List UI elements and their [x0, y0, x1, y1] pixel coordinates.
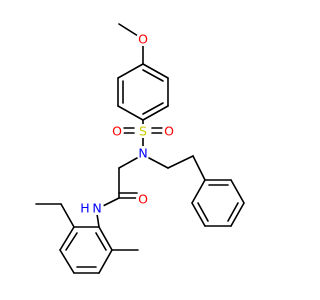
bond-ring3-double — [95, 232, 107, 251]
bond-ring1 — [142, 105, 169, 121]
bond-ring1-double — [142, 69, 164, 82]
bond-phenyl-double — [227, 202, 239, 222]
atom-label: O — [138, 32, 148, 47]
bond-ring1 — [117, 63, 144, 79]
atom-h-amide: H — [78, 201, 92, 216]
bond-ethyl-phenyl — [192, 155, 206, 181]
bond-c-nh — [100, 197, 120, 208]
bond-ring3 — [98, 226, 113, 251]
bond-ring3 — [98, 249, 113, 274]
bond-phenyl — [230, 202, 245, 227]
atom-background — [90, 201, 104, 215]
atom-label: O — [112, 124, 122, 139]
bond-ring1-double — [142, 102, 164, 115]
bond-methyl-ortho — [60, 203, 75, 228]
bond-layer — [35, 23, 245, 274]
bond-ring1 — [142, 63, 169, 79]
atom-s-sulfonyl: S — [136, 124, 150, 139]
bond-ring3 — [59, 249, 75, 274]
atom-background — [136, 124, 150, 138]
atom-label: O — [138, 192, 148, 207]
atom-background — [110, 124, 124, 138]
bond-nh-aryl — [96, 213, 100, 228]
bond-phenyl — [191, 179, 206, 204]
atom-o-sulfonyl-right: O — [162, 124, 176, 139]
bond-phenyl — [230, 179, 245, 204]
bond-ring1 — [117, 105, 144, 121]
atom-n-sulfonamide: N — [136, 146, 150, 161]
bond-ethyl — [167, 155, 194, 169]
atom-label: H — [80, 201, 89, 216]
bond-n-ethyl — [148, 157, 169, 169]
atom-background — [78, 201, 92, 215]
bond-ring3 — [59, 226, 75, 251]
atom-background — [136, 192, 150, 206]
atom-background — [162, 124, 176, 138]
atom-label: N — [92, 201, 101, 216]
atom-o-methoxy: O — [136, 32, 150, 47]
atom-background — [136, 32, 150, 46]
bond-n-ch2 — [118, 157, 138, 169]
bond-ch3-o — [118, 23, 139, 37]
bond-phenyl-double — [197, 202, 209, 222]
atom-o-carbonyl: O — [136, 192, 150, 207]
bond-ring3-double — [65, 232, 78, 251]
atom-background — [136, 146, 150, 160]
atom-label: S — [139, 124, 147, 139]
atom-label: N — [138, 146, 147, 161]
bond-phenyl — [191, 202, 206, 227]
atom-label: O — [164, 124, 174, 139]
atom-o-sulfonyl-left: O — [110, 124, 124, 139]
atom-n-amide: N — [90, 201, 104, 216]
